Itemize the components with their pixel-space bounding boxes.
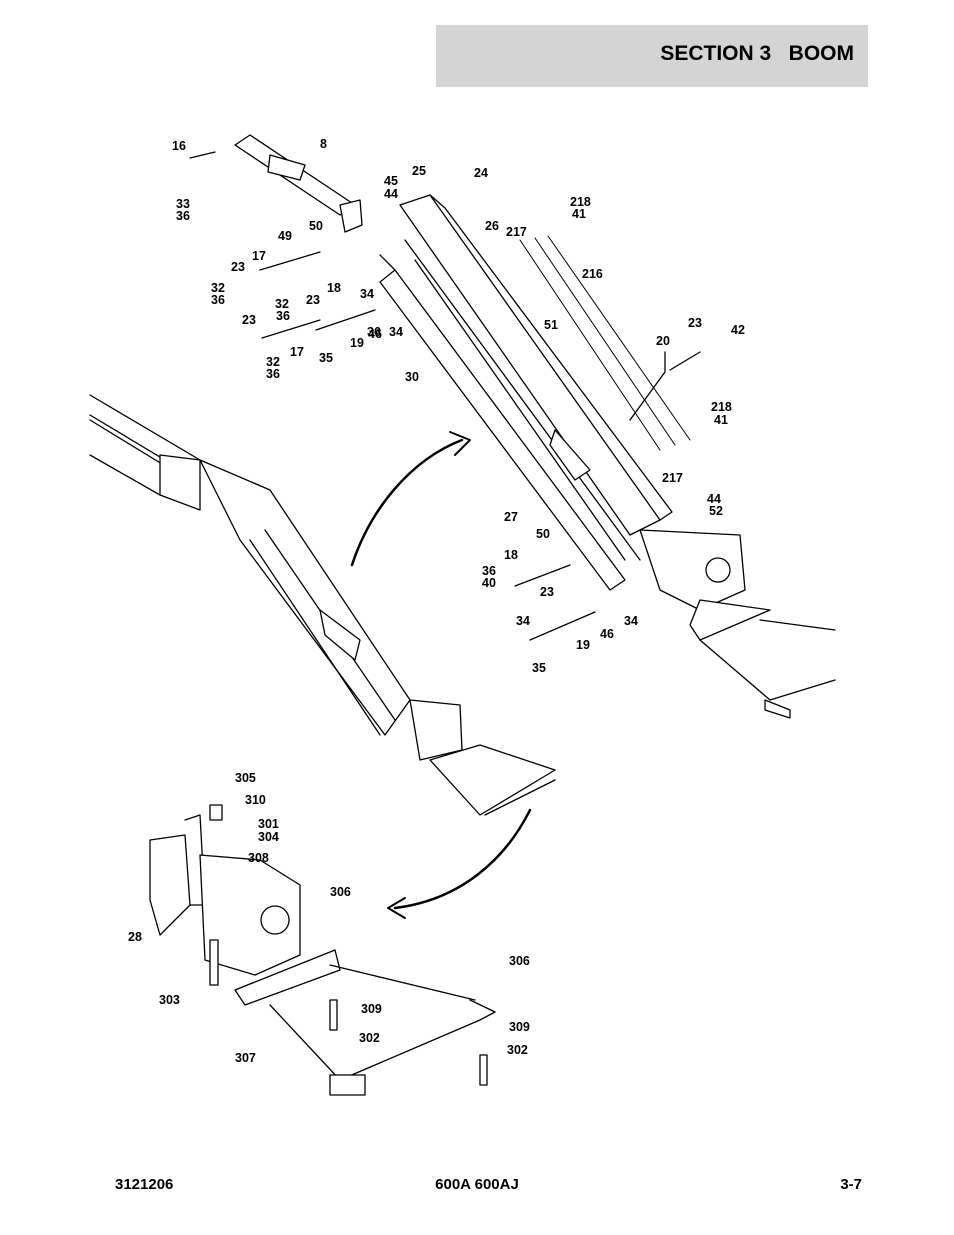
- callout-label: 306: [330, 885, 351, 899]
- section-header: SECTION 3 BOOM: [436, 25, 868, 87]
- callout-label: 41: [572, 207, 586, 221]
- callout-label: 305: [235, 771, 256, 785]
- callout-label: 34: [624, 614, 638, 628]
- document-number: 3121206: [115, 1176, 174, 1193]
- page-number: 3-7: [840, 1176, 862, 1193]
- callout-labels: 16 8 33 36 45 44 25 24 26 50 49 218 41 2…: [128, 137, 745, 1065]
- callout-label: 30: [405, 370, 419, 384]
- lower-pivot-assembly: [149, 804, 496, 1096]
- callout-label: 218: [570, 195, 591, 209]
- model-name: 600A 600AJ: [435, 1176, 519, 1193]
- callout-label: 32: [275, 297, 289, 311]
- callout-label: 49: [278, 229, 292, 243]
- callout-label: 46: [368, 327, 382, 341]
- callout-label: 23: [540, 585, 554, 599]
- callout-label: 42: [731, 323, 745, 337]
- callout-label: 218: [711, 400, 732, 414]
- callout-label: 217: [506, 225, 527, 239]
- callout-label: 309: [509, 1020, 530, 1034]
- callout-label: 306: [509, 954, 530, 968]
- callout-label: 32: [266, 355, 280, 369]
- callout-label: 25: [412, 164, 426, 178]
- callout-label: 36: [176, 209, 190, 223]
- callout-label: 50: [536, 527, 550, 541]
- callout-label: 302: [359, 1031, 380, 1045]
- callout-label: 309: [361, 1002, 382, 1016]
- callout-label: 35: [532, 661, 546, 675]
- callout-label: 304: [258, 830, 279, 844]
- callout-label: 24: [474, 166, 488, 180]
- callout-label: 32: [211, 281, 225, 295]
- callout-label: 19: [350, 336, 364, 350]
- callout-label: 307: [235, 1051, 256, 1065]
- callout-label: 44: [384, 187, 398, 201]
- callout-label: 17: [290, 345, 304, 359]
- callout-label: 36: [211, 293, 225, 307]
- callout-label: 217: [662, 471, 683, 485]
- callout-label: 26: [485, 219, 499, 233]
- callout-label: 44: [707, 492, 721, 506]
- callout-label: 27: [504, 510, 518, 524]
- callout-label: 36: [367, 325, 381, 339]
- callout-label: 23: [306, 293, 320, 307]
- callout-label: 34: [360, 287, 374, 301]
- callout-label: 51: [544, 318, 558, 332]
- callout-label: 301: [258, 817, 279, 831]
- callout-label: 36: [482, 564, 496, 578]
- rotation-arrow-lower: [393, 808, 532, 910]
- callout-label: 23: [688, 316, 702, 330]
- callout-label: 50: [309, 219, 323, 233]
- callout-label: 8: [320, 137, 327, 151]
- callout-label: 303: [159, 993, 180, 1007]
- callout-label: 17: [252, 249, 266, 263]
- callout-label: 16: [172, 139, 186, 153]
- callout-label: 18: [327, 281, 341, 295]
- callout-label: 28: [128, 930, 142, 944]
- callout-label: 18: [504, 548, 518, 562]
- callout-label: 46: [600, 627, 614, 641]
- callout-label: 35: [319, 351, 333, 365]
- callout-label: 36: [276, 309, 290, 323]
- callout-label: 34: [516, 614, 530, 628]
- callout-label: 36: [266, 367, 280, 381]
- callout-label: 19: [576, 638, 590, 652]
- callout-label: 20: [656, 334, 670, 348]
- callout-label: 33: [176, 197, 190, 211]
- callout-label: 52: [709, 504, 723, 518]
- callout-label: 310: [245, 793, 266, 807]
- section-title: SECTION 3 BOOM: [660, 42, 854, 65]
- callout-label: 41: [714, 413, 728, 427]
- middle-boom-assembly: [89, 394, 556, 816]
- callout-label: 40: [482, 576, 496, 590]
- callout-label: 302: [507, 1043, 528, 1057]
- rotation-arrow-upper: [350, 438, 464, 567]
- callout-label: 45: [384, 174, 398, 188]
- upper-boom-assembly: [189, 134, 836, 719]
- callout-label: 308: [248, 851, 269, 865]
- callout-label: 23: [242, 313, 256, 327]
- callout-label: 23: [231, 260, 245, 274]
- callout-label: 34: [389, 325, 403, 339]
- callout-label: 216: [582, 267, 603, 281]
